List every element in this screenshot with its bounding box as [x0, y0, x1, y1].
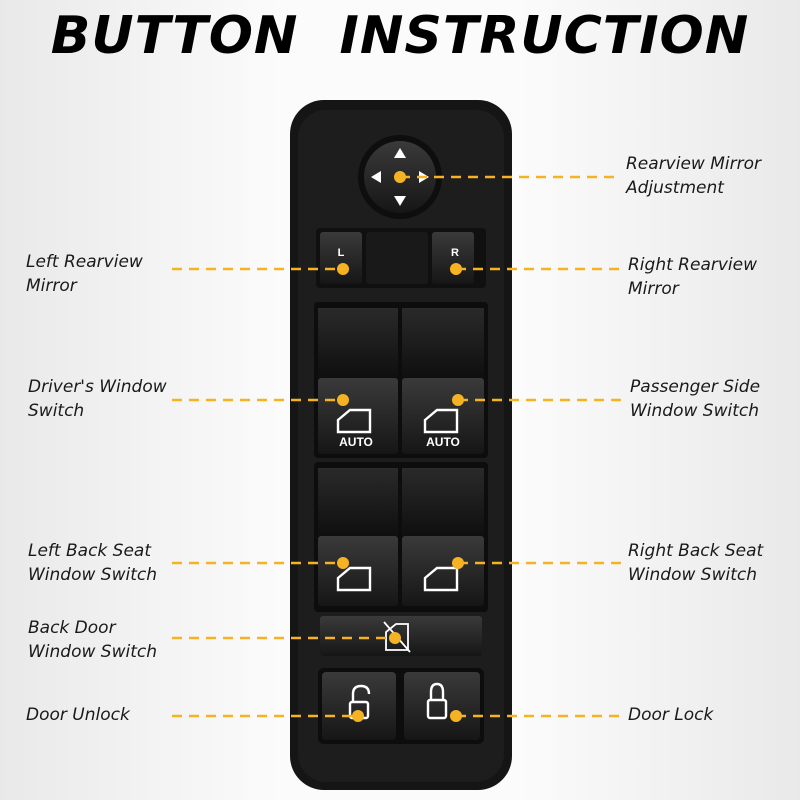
left-back-window-switch[interactable] [318, 536, 398, 606]
page-title: BUTTON INSTRUCTION [50, 6, 750, 66]
label-line: Right Back Seat [628, 541, 764, 561]
label-line: Window Switch [630, 401, 760, 421]
callout-lines [172, 175, 622, 718]
right-mirror-button[interactable]: R [432, 232, 474, 284]
right-mirror-letter: R [451, 247, 459, 259]
label-line: Adjustment [626, 178, 724, 198]
label-line: Driver's Window [28, 377, 167, 397]
window-icon [336, 408, 372, 434]
callout-dots [337, 171, 464, 722]
left-mirror-button[interactable]: L [320, 232, 362, 284]
window-icon [336, 566, 372, 592]
lock-icon [426, 682, 448, 720]
driver-window-switch[interactable]: AUTO [318, 378, 398, 454]
label-line: Left Rearview [26, 252, 143, 272]
label-line: Door Unlock [26, 705, 130, 725]
label-door-unlock: Door Unlock [26, 703, 130, 727]
door-unlock-button[interactable] [322, 672, 396, 740]
left-mirror-letter: L [338, 247, 345, 259]
passenger-auto-label: AUTO [426, 435, 460, 449]
label-line: Window Switch [628, 565, 758, 585]
label-left-back: Left Back Seat Window Switch [28, 539, 157, 587]
label-line: Window Switch [28, 642, 158, 662]
label-line: Rearview Mirror [626, 154, 761, 174]
label-left-mirror: Left Rearview Mirror [26, 250, 143, 298]
label-passenger-window: Passenger Side Window Switch [630, 375, 760, 423]
label-line: Left Back Seat [28, 541, 151, 561]
label-line: Window Switch [28, 565, 158, 585]
driver-auto-label: AUTO [339, 435, 373, 449]
label-right-mirror: Right Rearview Mirror [628, 253, 757, 301]
window-lock-button[interactable] [320, 616, 482, 656]
label-line: Passenger Side [630, 377, 761, 397]
right-back-window-switch[interactable] [402, 536, 484, 606]
label-rearview-adjust: Rearview Mirror Adjustment [626, 152, 761, 200]
label-line: Switch [28, 401, 85, 421]
label-driver-window: Driver's Window Switch [28, 375, 167, 423]
label-back-door: Back Door Window Switch [28, 616, 157, 664]
label-line: Mirror [26, 276, 77, 296]
window-icon [423, 408, 459, 434]
label-right-back: Right Back Seat Window Switch [628, 539, 763, 587]
door-lock-button[interactable] [404, 672, 480, 740]
label-line: Right Rearview [628, 255, 757, 275]
label-line: Mirror [628, 279, 679, 299]
label-door-lock: Door Lock [628, 703, 713, 727]
label-line: Door Lock [628, 705, 714, 725]
window-icon [423, 566, 459, 592]
passenger-window-switch[interactable]: AUTO [402, 378, 484, 454]
label-line: Back Door [28, 618, 116, 638]
